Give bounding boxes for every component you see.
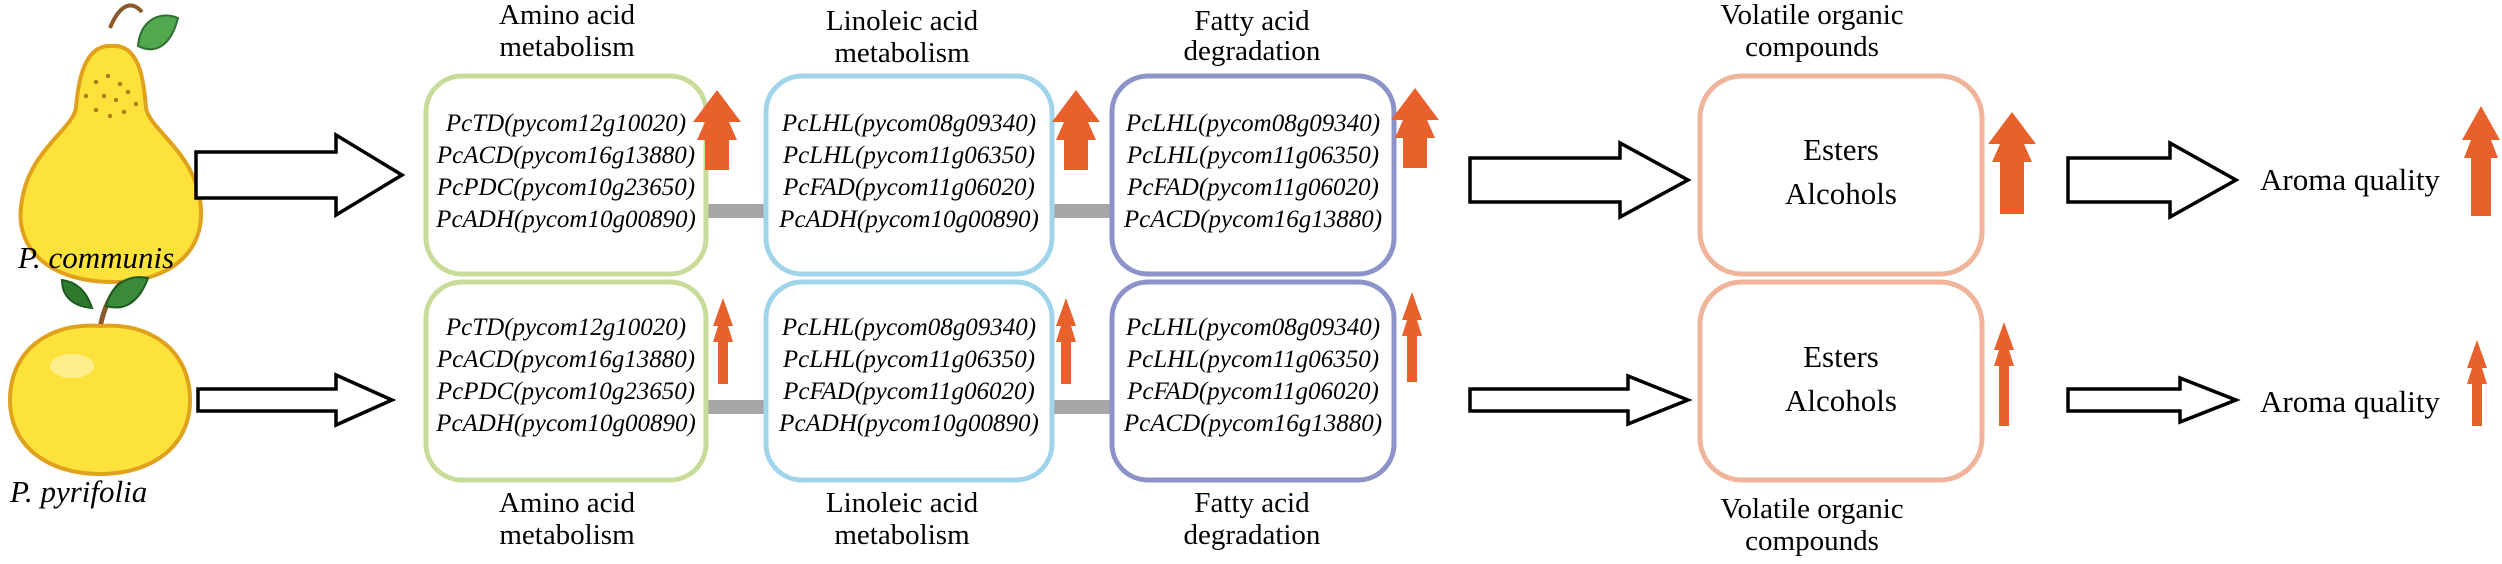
gene-fatty-bottom-1: PcLHL(pycom08g09340): [1125, 314, 1380, 341]
gene-amino-top-4: PcADH(pycom10g00890): [435, 206, 696, 233]
connector-bar: [706, 400, 766, 414]
gene-linoleic-top-1: PcLHL(pycom08g09340): [781, 110, 1036, 137]
gene-amino-bottom-4: PcADH(pycom10g00890): [435, 410, 696, 437]
up-arrow-icon: [1402, 292, 1422, 382]
pear-icon: [18, 3, 204, 285]
gene-amino-top-2: PcACD(pycom16g13880): [436, 142, 695, 169]
amino-box-top: [423, 73, 709, 277]
volatile-box-bottom: [1697, 279, 1985, 483]
linoleic-box-bottom: [763, 279, 1055, 483]
header-volatile-bottom-line2: compounds: [1745, 525, 1879, 557]
stem-icon: [108, 3, 144, 29]
compound-alcohols-bottom: Alcohols: [1785, 383, 1897, 418]
gene-fatty-top-2: PcLHL(pycom11g06350): [1126, 142, 1379, 169]
header-linoleic-top-line1: Linoleic acid: [826, 5, 979, 37]
right-arrow-icon: [1468, 140, 1692, 220]
species-label-pyrifolia: P. pyrifolia: [9, 474, 147, 509]
gene-amino-bottom-3: PcPDC(pycom10g23650): [436, 378, 695, 405]
up-arrow-icon: [693, 90, 741, 170]
species-label-communis: P. communis: [17, 240, 174, 275]
gene-linoleic-bottom-2: PcLHL(pycom11g06350): [782, 346, 1035, 373]
gene-linoleic-bottom-4: PcADH(pycom10g00890): [778, 410, 1039, 437]
leaf-icon: [60, 278, 94, 310]
gene-linoleic-top-4: PcADH(pycom10g00890): [778, 206, 1039, 233]
right-arrow-icon: [1468, 373, 1693, 427]
header-fatty-bottom-line1: Fatty acid: [1194, 487, 1310, 519]
gene-fatty-bottom-4: PcACD(pycom16g13880): [1123, 410, 1382, 437]
gene-amino-bottom-1: PcTD(pycom12g10020): [445, 314, 686, 341]
gene-fatty-bottom-3: PcFAD(pycom11g06020): [1126, 378, 1379, 405]
gene-fatty-bottom-2: PcLHL(pycom11g06350): [1126, 346, 1379, 373]
connector-bar: [706, 204, 766, 218]
leaf-icon: [104, 276, 150, 309]
header-linoleic-bottom-line2: metabolism: [834, 519, 970, 551]
volatile-box-top: [1697, 73, 1985, 277]
gene-amino-top-1: PcTD(pycom12g10020): [445, 110, 686, 137]
aroma-quality-top: Aroma quality: [2260, 162, 2440, 197]
gene-linoleic-top-2: PcLHL(pycom11g06350): [782, 142, 1035, 169]
header-linoleic-top-line2: metabolism: [834, 37, 970, 69]
linoleic-box-top: [763, 73, 1055, 277]
gene-amino-top-3: PcPDC(pycom10g23650): [436, 174, 695, 201]
gene-fatty-top-3: PcFAD(pycom11g06020): [1126, 174, 1379, 201]
asian-pear-icon: [7, 276, 193, 477]
leaf-icon: [136, 14, 180, 51]
header-amino-top-line2: metabolism: [499, 31, 635, 63]
compound-esters-top: Esters: [1803, 132, 1879, 167]
up-arrow-icon: [1052, 90, 1100, 170]
up-arrow-icon: [2467, 340, 2487, 426]
header-amino-top-line1: Amino acid: [499, 0, 636, 31]
gene-linoleic-top-3: PcFAD(pycom11g06020): [782, 174, 1035, 201]
right-arrow-icon: [196, 372, 397, 428]
header-linoleic-bottom-line1: Linoleic acid: [826, 487, 979, 519]
gene-amino-bottom-2: PcACD(pycom16g13880): [436, 346, 695, 373]
header-volatile-bottom-line1: Volatile organic: [1720, 493, 1903, 525]
gene-linoleic-bottom-3: PcFAD(pycom11g06020): [782, 378, 1035, 405]
gene-fatty-top-1: PcLHL(pycom08g09340): [1125, 110, 1380, 137]
header-fatty-top-line2: degradation: [1184, 35, 1321, 67]
compound-alcohols-top: Alcohols: [1785, 176, 1897, 211]
fatty-box-bottom: [1109, 279, 1397, 483]
up-arrow-icon: [1994, 322, 2014, 426]
right-arrow-icon: [2066, 140, 2240, 220]
up-arrow-icon: [1391, 88, 1439, 168]
gene-fatty-top-4: PcACD(pycom16g13880): [1123, 206, 1382, 233]
header-fatty-top-line1: Fatty acid: [1194, 5, 1310, 37]
header-amino-bottom-line2: metabolism: [499, 519, 635, 551]
fatty-box-top: [1109, 73, 1397, 277]
gene-linoleic-bottom-1: PcLHL(pycom08g09340): [781, 314, 1036, 341]
up-arrow-icon: [1056, 298, 1076, 384]
header-amino-bottom-line1: Amino acid: [499, 487, 636, 519]
up-arrow-icon: [1988, 112, 2036, 214]
aroma-quality-bottom: Aroma quality: [2260, 384, 2440, 419]
up-arrow-icon: [713, 298, 733, 384]
up-arrow-icon: [2462, 106, 2500, 216]
header-volatile-top-line2: compounds: [1745, 31, 1879, 63]
connector-bar: [1052, 400, 1112, 414]
right-arrow-icon: [194, 131, 406, 219]
header-fatty-bottom-line2: degradation: [1184, 519, 1321, 551]
right-arrow-icon: [2066, 375, 2241, 425]
header-volatile-top-line1: Volatile organic: [1720, 0, 1903, 31]
amino-box-bottom: [423, 279, 709, 483]
connector-bar: [1052, 204, 1112, 218]
compound-esters-bottom: Esters: [1803, 339, 1879, 374]
